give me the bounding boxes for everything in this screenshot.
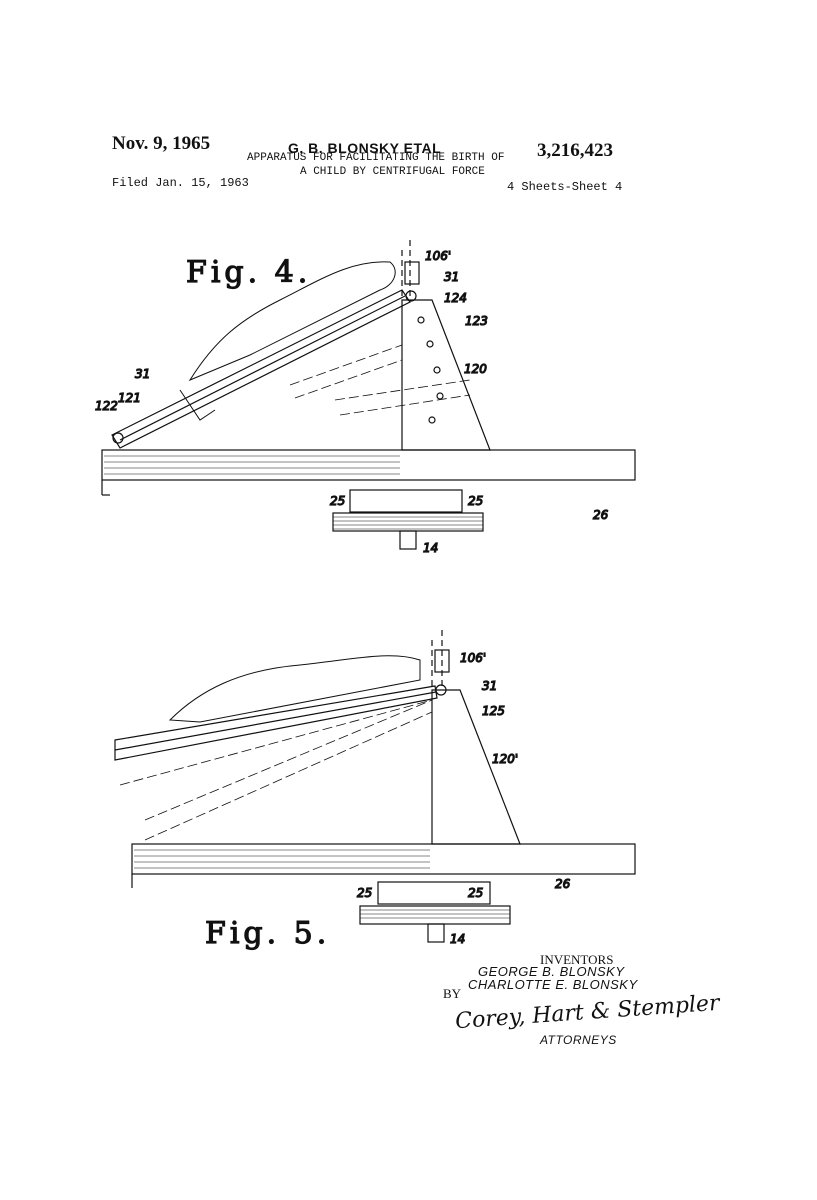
figure-5: Fig. 5. 106' 31 125 120' 25 25 26 14 — [114, 630, 636, 952]
ref-106: 106' — [460, 651, 486, 665]
inclined-table — [114, 685, 438, 761]
ref-25-right: 25 — [468, 494, 483, 508]
ref-120-prime: 120' — [492, 752, 518, 766]
ref-26: 26 — [555, 877, 571, 891]
part-106 — [434, 649, 450, 673]
attorneys-label: ATTORNEYS — [540, 1033, 617, 1047]
sheet-count: 4 Sheets-Sheet 4 — [507, 180, 623, 194]
ref-125: 125 — [482, 704, 505, 718]
ref-25-left: 25 — [330, 494, 345, 508]
fig5-label: Fig. 5. — [205, 916, 330, 951]
fig4-label: Fig. 4. — [186, 255, 311, 290]
figure-4: Fig. 4. 106' 31 124 123 — [94, 240, 636, 556]
filed-date: Filed Jan. 15, 1963 — [112, 176, 249, 190]
ref-25-left: 25 — [357, 886, 372, 900]
channel-25 — [377, 881, 491, 905]
ref-26: 26 — [593, 508, 609, 522]
channel-25 — [349, 489, 463, 513]
part-106 — [404, 261, 420, 285]
ref-123: 123 — [465, 314, 488, 328]
inventors-heading: INVENTORS — [540, 952, 614, 967]
ref-121: 121 — [118, 391, 141, 405]
ref-31: 31 — [444, 270, 459, 284]
shaft-14 — [427, 923, 445, 943]
pulley — [332, 512, 484, 532]
ref-106: 106' — [425, 249, 451, 263]
patent-number: 3,216,423 — [537, 140, 613, 161]
ref-31: 31 — [482, 679, 497, 693]
inventor-2: CHARLOTTE E. BLONSKY — [468, 977, 638, 992]
by-label: BY — [443, 986, 462, 1001]
inventor-1: GEORGE B. BLONSKY — [478, 964, 625, 979]
pulley — [359, 905, 511, 925]
ref-31-left: 31 — [135, 367, 150, 381]
patent-title-line-2: A CHILD BY CENTRIFUGAL FORCE — [300, 166, 485, 178]
upright-120-prime — [431, 689, 521, 845]
patent-title-line-1: APPARATUS FOR FACILITATING THE BIRTH OF — [247, 152, 505, 164]
ref-124: 124 — [444, 291, 467, 305]
base-beam-26 — [101, 449, 636, 481]
ref-14: 14 — [450, 932, 465, 946]
upright-120 — [401, 299, 491, 451]
inclined-table — [111, 289, 411, 449]
base-beam-26 — [131, 843, 636, 875]
shaft-14 — [399, 530, 417, 550]
ref-25-right: 25 — [468, 886, 483, 900]
ref-120: 120 — [464, 362, 487, 376]
pivot-121 — [112, 432, 124, 444]
ref-14: 14 — [423, 541, 438, 555]
inventor-line: G. B. BLONSKY ETAL — [288, 140, 442, 156]
patent-date: Nov. 9, 1965 — [112, 133, 211, 154]
ref-122: 122 — [95, 399, 118, 413]
